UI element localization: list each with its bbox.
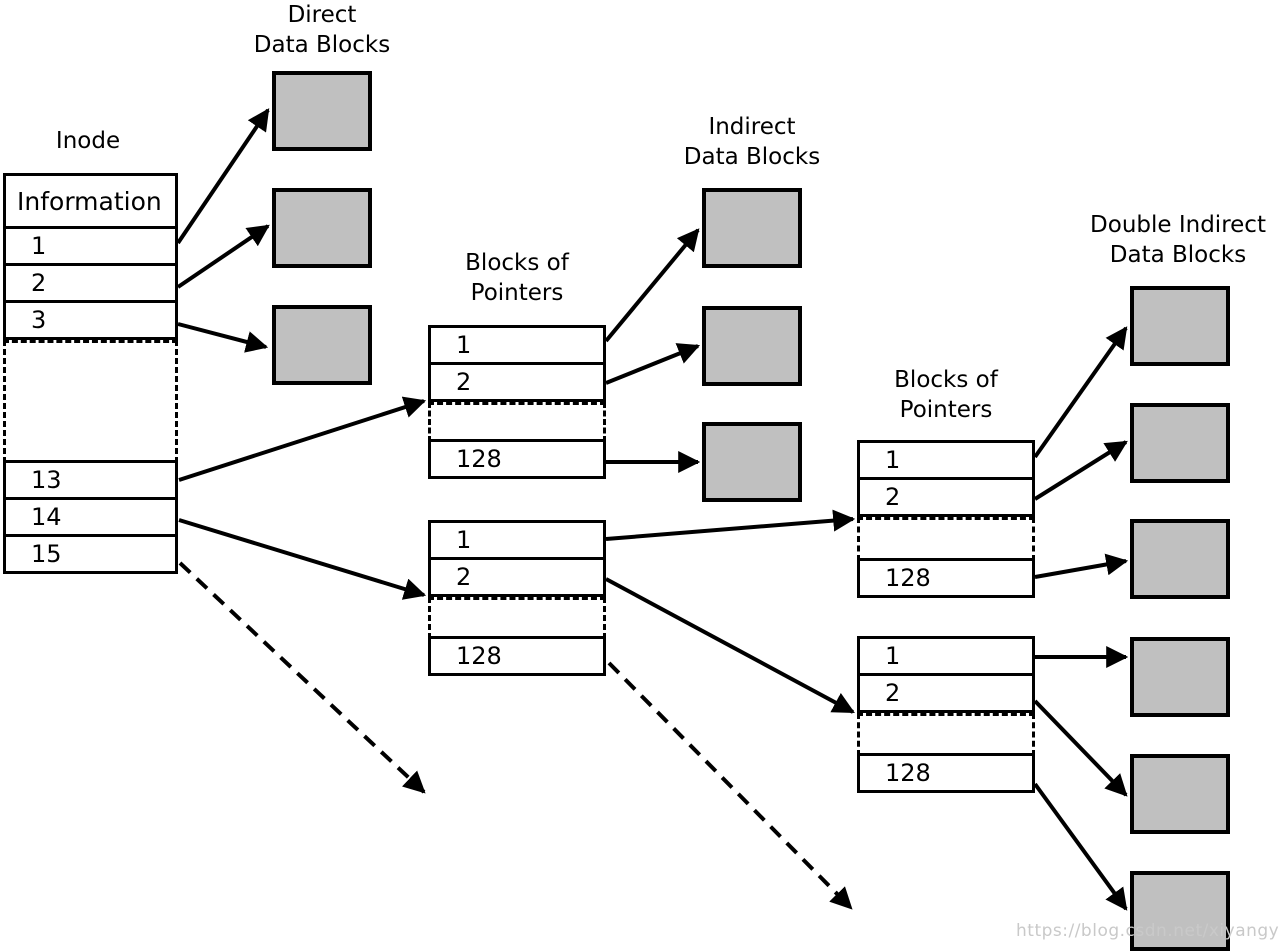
arrow-rightbottom2-to-double5	[1033, 699, 1128, 797]
double-indirect-data-block-3	[1130, 519, 1230, 599]
pointer-row-128: 128	[857, 558, 1035, 598]
arrow-inode14-to-pointers-mid-bottom	[178, 518, 427, 600]
arrow-inode3-to-direct3	[177, 322, 269, 353]
inode-title: Inode	[0, 126, 208, 156]
arrow-midtop1-to-indirect1	[604, 228, 700, 343]
pointer-row-128: 128	[428, 439, 606, 479]
inode-table: Information 1 2 3 13 14 15	[3, 173, 178, 574]
inode-row-information: Information	[3, 173, 178, 229]
arrow-righttop1-to-double1	[1033, 326, 1128, 459]
arrow-inode2-to-direct2	[176, 224, 270, 289]
direct-label-line1: Direct	[287, 2, 357, 28]
inode-title-text: Inode	[55, 128, 121, 154]
pointer-row-1: 1	[428, 325, 606, 365]
direct-label-line2: Data Blocks	[253, 32, 391, 58]
watermark-text: https://blog.csdn.net/xiyangyang410	[1016, 921, 1280, 941]
pointer-row-128: 128	[857, 753, 1035, 793]
direct-data-block-3	[272, 305, 372, 385]
pointer-row-1: 1	[857, 636, 1035, 676]
pointers-mid-line1: Blocks of	[465, 250, 569, 276]
arrow-inode13-to-pointers-mid-top	[178, 396, 427, 482]
indirect-data-block-2	[702, 306, 802, 386]
arrow-midbottom2-to-right-bottom	[605, 577, 855, 714]
indirect-label-line1: Indirect	[708, 114, 796, 140]
indirect-data-block-1	[702, 188, 802, 268]
pointers-mid-line2: Pointers	[470, 280, 564, 306]
inode-row-14: 14	[3, 497, 178, 537]
pointer-table-mid-bottom: 1 2 128	[428, 520, 606, 676]
pointer-row-128: 128	[428, 636, 606, 676]
direct-data-block-1	[272, 71, 372, 151]
pointers-right-line2: Pointers	[899, 397, 993, 423]
double-indirect-line1: Double Indirect	[1090, 212, 1266, 238]
arrow-righttop2-to-double2	[1033, 440, 1128, 501]
pointer-row-2: 2	[428, 362, 606, 402]
double-indirect-data-block-6	[1130, 871, 1230, 951]
dashed-continuation-arrow-pointers	[607, 661, 853, 910]
inode-row-3: 3	[3, 300, 178, 340]
direct-data-blocks-label: Direct Data Blocks	[202, 0, 442, 60]
pointer-row-2: 2	[428, 557, 606, 597]
blocks-of-pointers-label-right: Blocks of Pointers	[826, 365, 1066, 425]
inode-row-1: 1	[3, 226, 178, 266]
inode-row-2: 2	[3, 263, 178, 303]
double-indirect-data-block-2	[1130, 403, 1230, 483]
pointer-row-2: 2	[857, 673, 1035, 713]
indirect-label-line2: Data Blocks	[683, 144, 821, 170]
pointer-table-mid-top: 1 2 128	[428, 325, 606, 479]
dashed-continuation-arrow-inode	[178, 561, 426, 794]
double-indirect-data-block-4	[1130, 637, 1230, 717]
indirect-data-block-3	[702, 422, 802, 502]
double-indirect-data-blocks-label: Double Indirect Data Blocks	[1058, 210, 1280, 270]
pointers-right-line1: Blocks of	[894, 367, 998, 393]
arrow-inode1-to-direct1	[176, 108, 270, 245]
blocks-of-pointers-label-mid: Blocks of Pointers	[397, 248, 637, 308]
arrow-righttop128-to-double3	[1034, 553, 1129, 579]
arrow-midtop2-to-indirect2	[605, 343, 701, 385]
indirect-data-blocks-label: Indirect Data Blocks	[632, 112, 872, 172]
direct-data-block-2	[272, 188, 372, 268]
pointer-row-2: 2	[857, 477, 1035, 517]
pointer-table-right-bottom: 1 2 128	[857, 636, 1035, 793]
double-indirect-data-block-1	[1130, 286, 1230, 366]
double-indirect-line2: Data Blocks	[1109, 242, 1247, 268]
pointer-table-right-top: 1 2 128	[857, 440, 1035, 598]
double-indirect-data-block-5	[1130, 754, 1230, 834]
inode-row-15: 15	[3, 534, 178, 574]
arrow-midbottom1-to-right-top	[605, 509, 856, 541]
arrow-rightbottom128-to-double6	[1033, 782, 1128, 911]
